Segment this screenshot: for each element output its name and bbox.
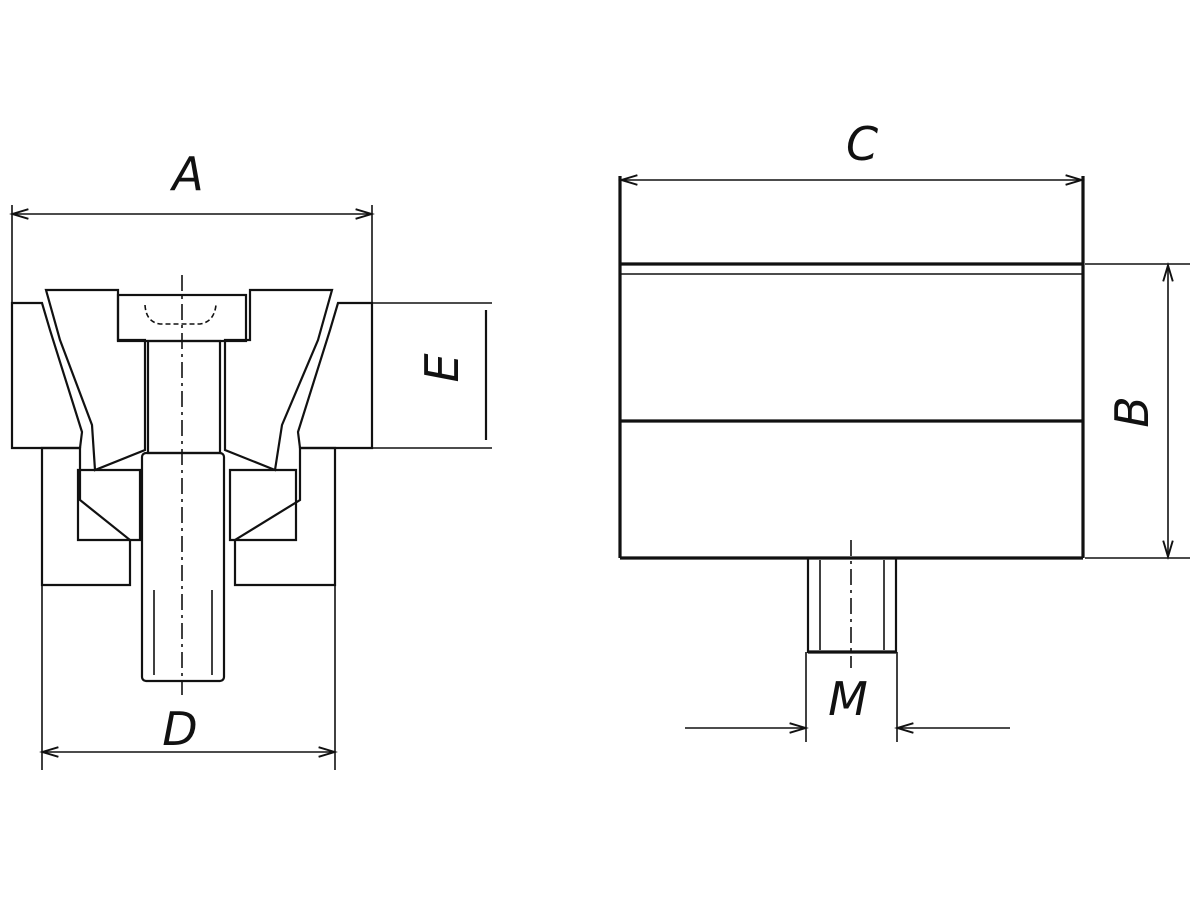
sleeve-right <box>228 468 298 542</box>
label-A: A <box>169 147 203 201</box>
label-C: C <box>846 117 878 171</box>
label-B: B <box>1105 396 1159 428</box>
label-E: E <box>415 353 469 382</box>
lower-body-right <box>233 446 337 587</box>
lower-body-left <box>40 446 132 587</box>
sleeve-left <box>76 468 142 542</box>
label-M: M <box>828 672 868 726</box>
section-view <box>12 205 492 770</box>
inner-wedge-right <box>223 288 334 472</box>
screw-shank-lower <box>140 451 226 683</box>
upper-ring-right <box>296 301 374 450</box>
label-D: D <box>162 702 197 756</box>
threaded-stud <box>806 556 898 654</box>
side-view <box>620 176 1190 742</box>
upper-ring-left <box>10 301 84 450</box>
screw-shank-upper <box>146 339 222 455</box>
inner-wedge-left <box>44 288 147 472</box>
socket-recess <box>144 304 217 325</box>
